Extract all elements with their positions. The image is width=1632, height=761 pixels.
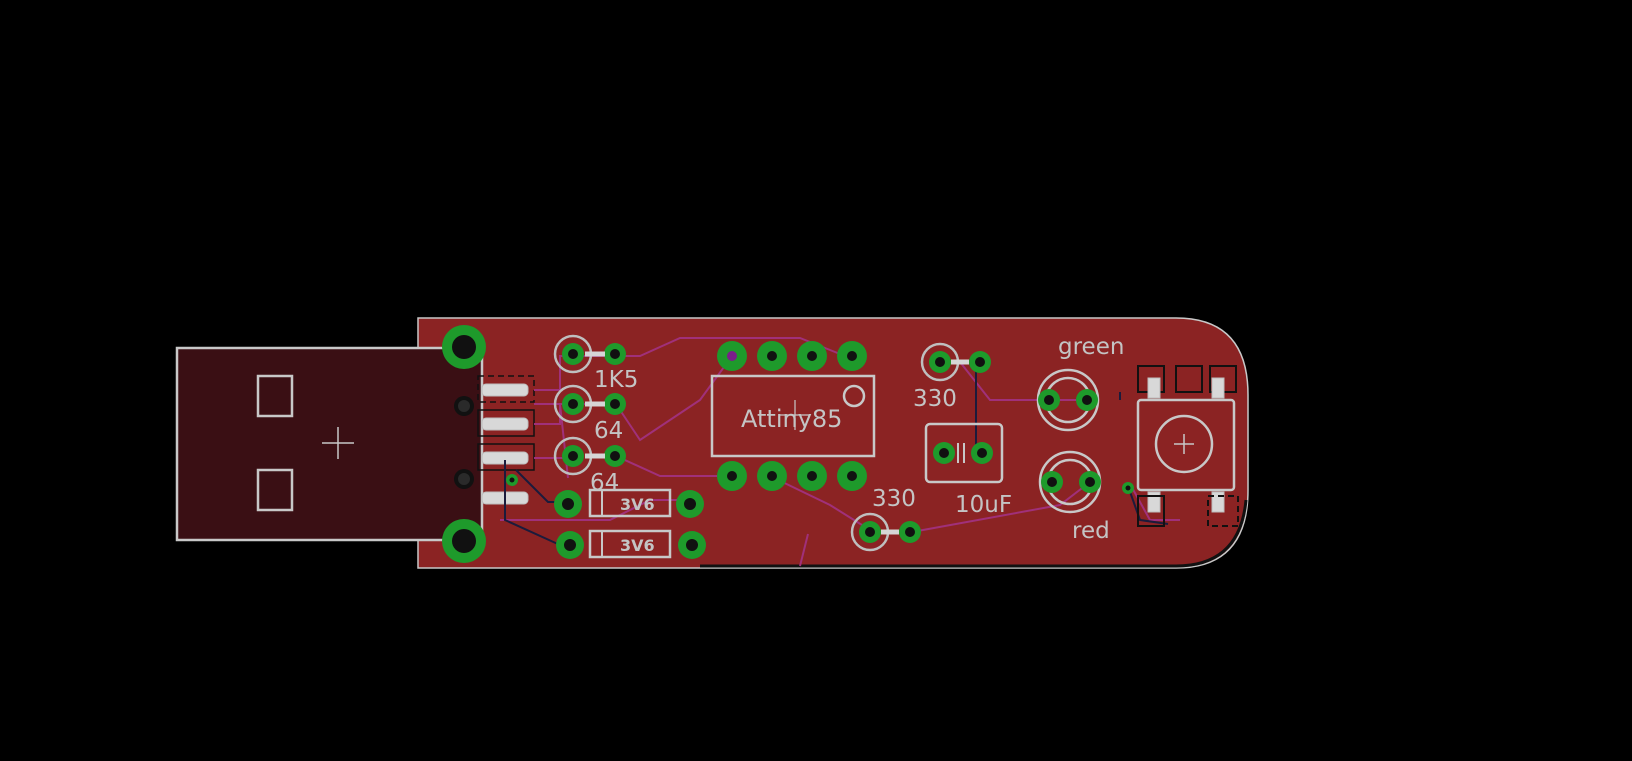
resistor-r2 bbox=[553, 384, 626, 424]
label-r3: 64 bbox=[590, 470, 619, 496]
capacitor-c1 bbox=[924, 422, 1004, 484]
label-led-green: green bbox=[1058, 334, 1124, 360]
usb-mount-holes bbox=[442, 325, 486, 563]
resistor-r3 bbox=[553, 436, 626, 476]
resistor-r5 bbox=[850, 512, 921, 552]
pcb-board bbox=[417, 317, 1249, 569]
usb-plug bbox=[175, 346, 484, 542]
label-r1: 1K5 bbox=[594, 367, 638, 393]
led-red bbox=[1038, 450, 1102, 514]
label-r4: 330 bbox=[913, 386, 957, 412]
component-labels: 1K5 64 64 Attiny85 330 330 10uF 3V6 3V6 … bbox=[590, 334, 1124, 555]
board-bottom-edge bbox=[700, 499, 1248, 568]
resistor-r1 bbox=[553, 334, 626, 374]
label-capacitor: 10uF bbox=[955, 492, 1012, 518]
label-led-red: red bbox=[1072, 518, 1110, 544]
resistor-r4 bbox=[920, 342, 991, 382]
pushbutton bbox=[1136, 365, 1239, 527]
label-r5: 330 bbox=[872, 486, 916, 512]
label-r2: 64 bbox=[594, 418, 623, 444]
label-mcu: Attiny85 bbox=[741, 405, 842, 433]
diode-d2 bbox=[556, 529, 706, 559]
vias bbox=[506, 474, 1134, 494]
label-diode-2: 3V6 bbox=[620, 536, 655, 555]
label-diode-1: 3V6 bbox=[620, 495, 655, 514]
diode-d1 bbox=[554, 488, 704, 518]
led-green bbox=[1036, 368, 1100, 432]
ic-attiny85 bbox=[710, 341, 876, 491]
